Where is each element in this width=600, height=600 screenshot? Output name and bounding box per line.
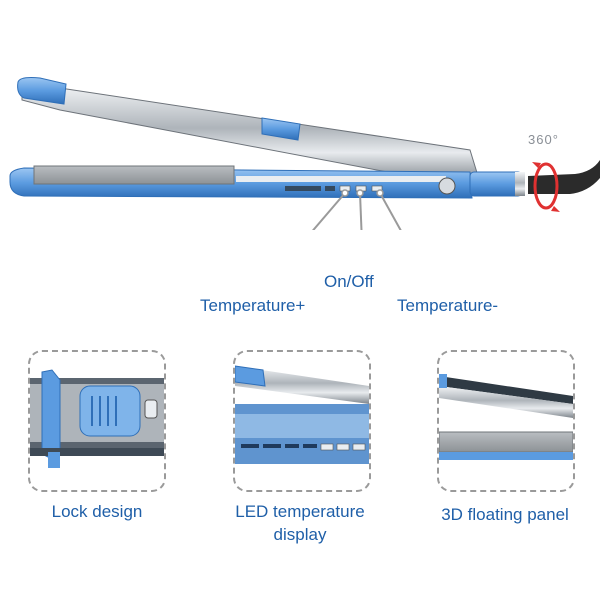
upper-arm-clip [261,117,301,141]
feature-floating-panel [437,350,575,492]
hair-straightener-illustration [9,77,600,230]
feature-lock-design [28,350,166,492]
lock-icon [79,385,141,437]
hinge [438,177,456,195]
rotation-arrow-icon [532,162,560,212]
lock-closeup [30,369,164,468]
floating-panel-closeup [439,374,573,460]
led-caption-line1: LED temperature [235,502,365,521]
cord [528,160,600,194]
feature-led-display [233,350,371,492]
led-display-caption: LED temperature display [226,500,374,546]
heating-plate [33,165,235,185]
lock-slider [41,369,61,459]
callout-lines [312,192,402,230]
temperature-minus-label: Temperature- [397,296,499,315]
upper-arm-tip [17,77,67,105]
temperature-plus-label: Temperature+ [200,296,306,315]
led-caption-line2: display [273,525,327,544]
handle-end [469,171,523,197]
rotation-label: 360° [528,132,559,147]
led-display-closeup [235,365,369,464]
on-off-label: On/Off [324,272,374,291]
floating-panel-caption: 3D floating panel [441,505,569,524]
lock-design-caption: Lock design [51,502,143,521]
